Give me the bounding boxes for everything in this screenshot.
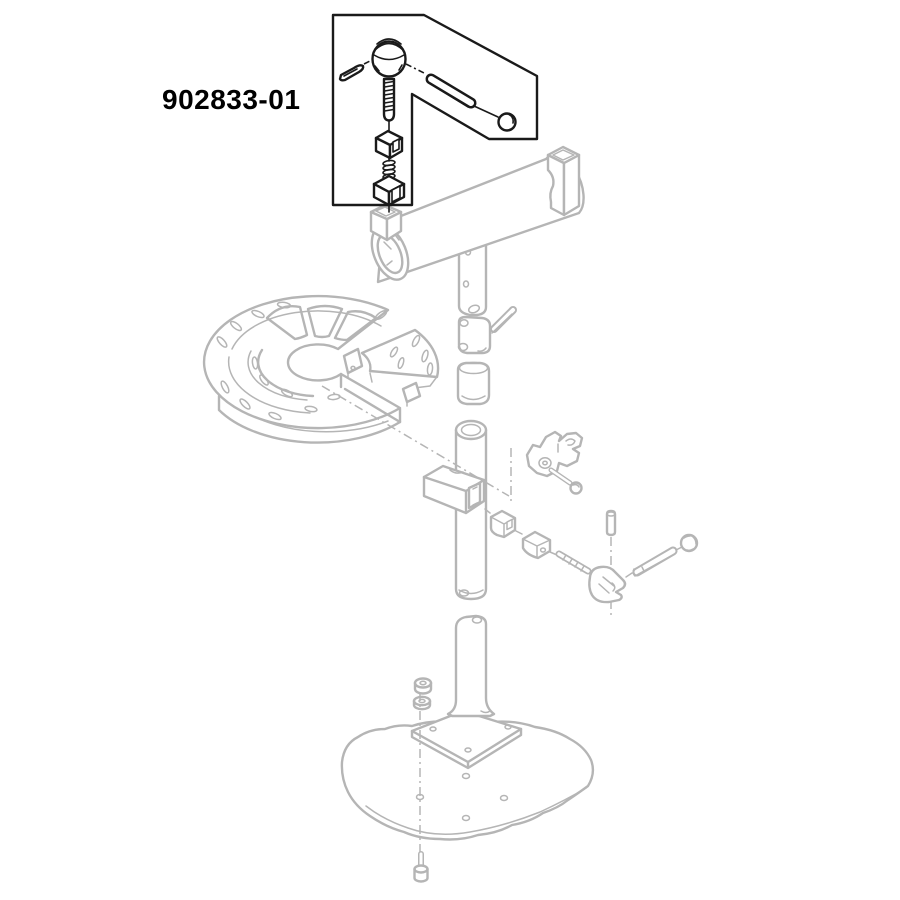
quadrant-slots [216, 301, 388, 421]
collar-with-pin [457, 306, 517, 355]
base-assembly [340, 614, 595, 883]
lower-tube [446, 614, 496, 718]
bender-quadrant [202, 294, 440, 444]
column-block [422, 464, 486, 515]
callout-box [331, 13, 539, 207]
part-number-label: 902833-01 [162, 84, 301, 115]
base-fasteners [412, 677, 433, 883]
hanger-bar [457, 232, 488, 317]
callout-detail [331, 13, 539, 213]
arm-tube [369, 145, 585, 284]
hardware-row [484, 508, 699, 617]
main-assembly [202, 145, 699, 883]
bracket-casting [510, 430, 584, 505]
base-plate-blob [340, 718, 595, 841]
taper-pin [338, 64, 365, 82]
knurled-screw [371, 38, 407, 138]
swivel-block [374, 129, 404, 160]
ball-knob [497, 112, 517, 132]
clamp-block [372, 174, 406, 213]
sleeve [456, 361, 491, 406]
clevis-pin [425, 73, 477, 109]
quadrant-leader-line [321, 385, 510, 497]
